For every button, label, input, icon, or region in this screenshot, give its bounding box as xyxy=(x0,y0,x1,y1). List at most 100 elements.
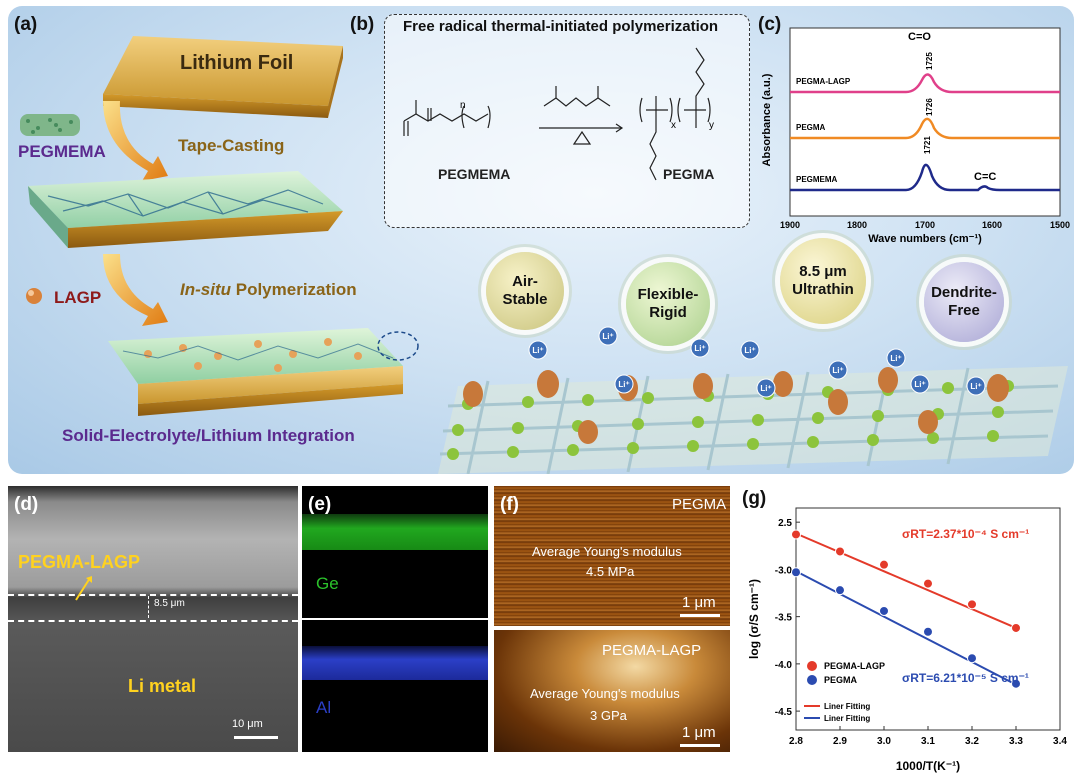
annotation-pegma: σRT=6.21*10⁻⁵ S cm⁻¹ xyxy=(902,671,1029,685)
reactant-n: n xyxy=(460,100,466,111)
flexible-rigid-line2: Rigid xyxy=(649,304,687,321)
data-point-pegma xyxy=(923,626,933,637)
layer-bottom-line xyxy=(8,620,298,622)
x-tick-label: 3.0 xyxy=(877,736,891,747)
lagp-label: LAGP xyxy=(54,288,102,307)
annotation-lagp: σRT=2.37*10⁻⁴ S cm⁻¹ xyxy=(902,527,1029,541)
pegmema-fiber xyxy=(20,114,80,136)
process-arrow-1 xyxy=(103,101,168,181)
lithium-ions: Li⁺ Li⁺ Li⁺ Li⁺ Li⁺ Li⁺ Li⁺ Li⁺ Li⁺ Li⁺ xyxy=(528,326,986,398)
ftir-cc-label: C=C xyxy=(974,171,996,183)
x-tick-label: 2.8 xyxy=(789,736,803,747)
ftir-tick-1500: 1500 xyxy=(1050,220,1070,230)
ftir-tick-1900: 1900 xyxy=(780,220,800,230)
reaction-scheme: n x y xyxy=(403,47,714,181)
afm-pegma-scale-bar xyxy=(680,614,720,617)
flexible-rigid-line1: Flexible- xyxy=(637,286,699,303)
ftir-line-pegma xyxy=(790,117,1060,140)
sem-scale-bar xyxy=(234,736,278,739)
air-stable-line2: Stable xyxy=(502,291,548,308)
legend-fit-label-pegma: Liner Fitting xyxy=(824,714,870,723)
afm-lagp-name: PEGMA-LAGP xyxy=(602,642,702,659)
process-arrow-2 xyxy=(103,254,168,326)
legend-marker-pegma xyxy=(807,675,817,685)
flexible-rigid-bubble: Flexible-Rigid xyxy=(626,262,710,346)
x-tick-label: 3.3 xyxy=(1009,736,1023,747)
air-stable-line1: Air- xyxy=(512,273,538,290)
product-label: PEGMA xyxy=(663,166,715,182)
ftir-plot-area xyxy=(789,27,1061,217)
thickness-label: 8.5 μm xyxy=(154,598,185,609)
dendrite-free-bubble: Dendrite-Free xyxy=(924,262,1004,342)
legend-marker-lagp xyxy=(807,661,817,671)
chart-plot-area xyxy=(795,507,1061,731)
ftir-series-pegma: PEGMA xyxy=(796,123,826,132)
in-situ-polymerization-label: In-situ Polymerization xyxy=(180,280,357,300)
afm-map-pegma-lagp: PEGMA-LAGP Average Young's modulus 3 GPa… xyxy=(494,630,730,752)
fit-line-pegma-lagp xyxy=(795,532,1017,629)
thickness-marker xyxy=(148,596,149,618)
eds-maps: (e) Ge Al xyxy=(302,486,488,752)
panel-label-e: (e) xyxy=(308,494,332,515)
y-tick-label: -4.5 xyxy=(775,707,793,718)
ftir-series-pegma-lagp: PEGMA-LAGP xyxy=(796,77,851,86)
afm-lagp-value: 3 GPa xyxy=(590,708,627,723)
data-point-pegma-lagp xyxy=(1011,622,1021,633)
legend-fit-label-lagp: Liner Fitting xyxy=(824,702,870,711)
afm-lagp-scale-label: 1 μm xyxy=(682,724,716,741)
reaction-box xyxy=(384,14,750,228)
in-situ-text: In-situ xyxy=(180,280,231,299)
x-tick-label: 3.2 xyxy=(965,736,979,747)
eds-divider xyxy=(302,618,488,620)
schematic-panel: (a) xyxy=(8,6,1074,474)
afm-pegma-scale-label: 1 μm xyxy=(682,594,716,611)
legend-label-lagp: PEGMA-LAGP xyxy=(824,661,885,671)
fit-line-pegma xyxy=(795,570,1017,686)
sem-scale-label: 10 μm xyxy=(232,718,263,730)
pegma-lagp-layer-label: PEGMA-LAGP xyxy=(18,552,141,572)
panel-label-a: (a) xyxy=(14,14,38,35)
x-tick-label: 2.9 xyxy=(833,736,847,747)
data-point-pegma-lagp xyxy=(967,599,977,610)
ftir-line-pegma-lagp xyxy=(790,73,1060,94)
y-tick-label: 2.5 xyxy=(778,518,792,529)
reaction-title: Free radical thermal-initiated polymeriz… xyxy=(403,18,719,35)
data-point-pegma-lagp xyxy=(923,578,933,589)
ftir-series-pegmema: PEGMEMA xyxy=(796,175,838,184)
panel-label-d: (d) xyxy=(14,494,39,515)
li-ion-label: Li⁺ xyxy=(914,380,925,389)
panel-label-f: (f) xyxy=(500,494,519,515)
panel-a-illustration xyxy=(20,36,419,416)
x-tick-label: 3.1 xyxy=(921,736,935,747)
li-ion-label: Li⁺ xyxy=(532,346,543,355)
ftir-peak-1726: 1726 xyxy=(925,98,934,116)
y-tick-label: -4.0 xyxy=(775,660,793,671)
layer-top-line xyxy=(8,594,298,596)
dendrite-free-line2: Free xyxy=(948,302,980,319)
afm-lagp-text: Average Young's modulus xyxy=(530,686,680,701)
ge-signal-band xyxy=(302,514,488,550)
li-metal-label: Li metal xyxy=(128,676,197,696)
data-point-pegma xyxy=(879,605,889,616)
panel-label-g: (g) xyxy=(742,488,767,509)
al-label: Al xyxy=(316,698,332,717)
li-ion-label: Li⁺ xyxy=(832,366,843,375)
ftir-tick-1600: 1600 xyxy=(982,220,1002,230)
legend-label-pegma: PEGMA xyxy=(824,675,858,685)
lithium-foil-label: Lithium Foil xyxy=(180,52,294,74)
lagp-particle xyxy=(26,288,42,304)
data-point-pegma xyxy=(1011,678,1021,689)
y-tick-label: -3.5 xyxy=(775,613,793,624)
afm-pegma-name: PEGMA xyxy=(672,496,727,513)
product-y: y xyxy=(709,120,714,131)
afm-map-pegma: (f) PEGMA Average Young's modulus 4.5 MP… xyxy=(494,486,730,626)
zoom-circle xyxy=(377,331,419,361)
afm-pegma-text: Average Young's modulus xyxy=(532,544,682,559)
lithium-foil-slab xyxy=(103,36,343,106)
y-tick-label: -3.0 xyxy=(775,565,793,576)
ftir-ylabel: Absorbance (a.u.) xyxy=(761,73,773,166)
data-point-pegma xyxy=(791,567,801,578)
panel-label-c: (c) xyxy=(758,14,782,35)
